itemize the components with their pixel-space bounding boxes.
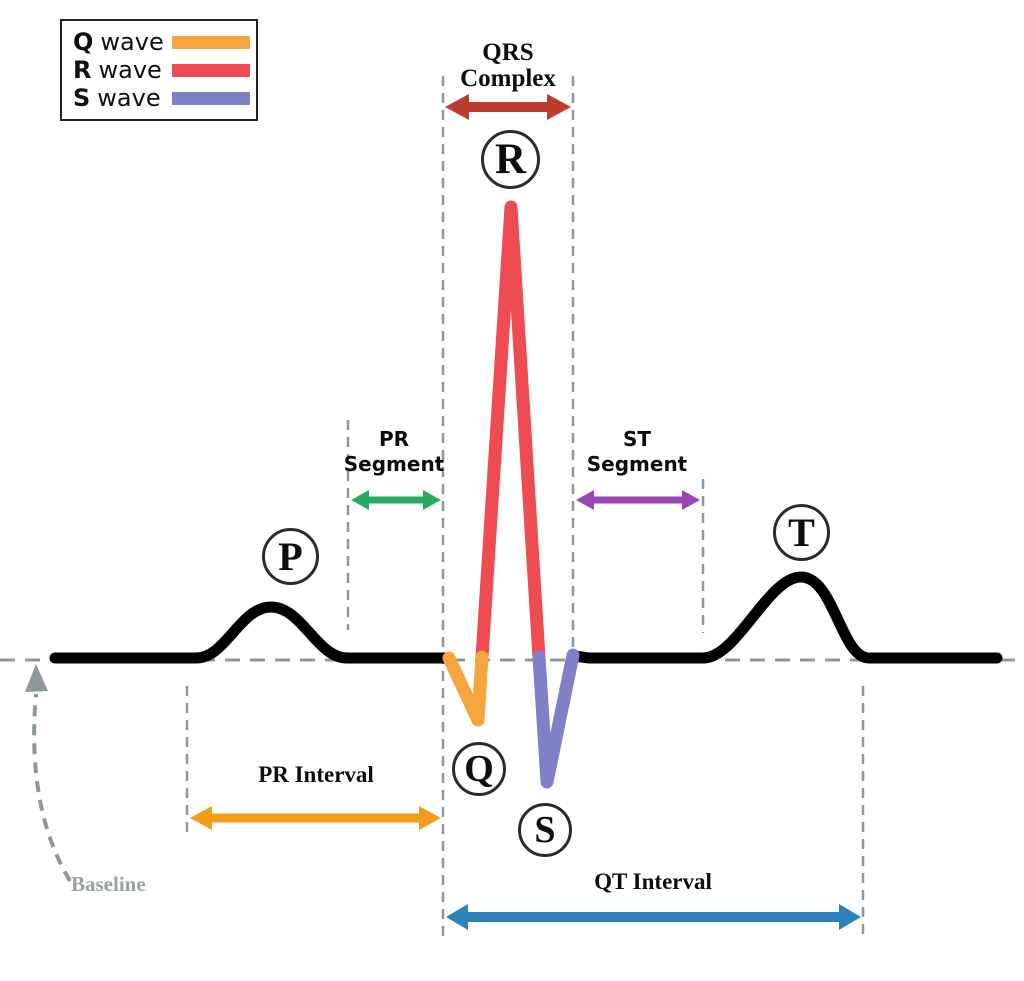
qt-interval-arrow-head-right	[839, 904, 861, 930]
q-wave-color-swatch	[172, 35, 250, 49]
r-wave-marker: R	[481, 130, 540, 189]
legend-item-r-wave: R wave	[73, 56, 250, 84]
q-wave-marker: Q	[452, 742, 506, 796]
qrs-complex-label-line2: Complex	[460, 65, 556, 92]
legend-word: wave	[100, 28, 164, 56]
st-segment-arrow-head-right	[682, 490, 700, 510]
pr-segment-arrow-head-right	[423, 490, 441, 510]
qrs-complex-label-line1: QRS	[482, 39, 534, 66]
legend-letter: R	[73, 56, 92, 84]
baseline-pointer-shaft	[32, 693, 72, 883]
qt-interval-arrow-head-left	[446, 904, 468, 930]
qrs-complex-label: QRS Complex	[438, 40, 578, 92]
pr-segment-label: PR Segment	[324, 427, 464, 477]
st-segment-arrow-head-left	[576, 490, 594, 510]
legend-item-q-wave: Q wave	[73, 28, 250, 56]
legend-letter: S	[73, 84, 91, 112]
qt-interval-arrow	[446, 904, 861, 930]
pr-segment-arrow	[351, 490, 441, 510]
pr-interval-arrow	[190, 806, 441, 830]
legend-letter: Q	[73, 28, 94, 56]
ecg-trace-t-wave	[568, 571, 1003, 664]
pr-segment-label-line1: PR	[378, 427, 410, 451]
pr-segment-label-line2: Segment	[343, 452, 445, 476]
legend: Q wave R wave S wave	[60, 19, 258, 121]
legend-word: wave	[97, 84, 161, 112]
pr-interval-arrow-head-left	[190, 806, 212, 830]
st-segment-arrow	[576, 490, 700, 510]
st-segment-label-line2: Segment	[586, 452, 688, 476]
qrs-complex-arrow-head-left	[445, 94, 469, 120]
ecg-trace-s-wave	[532, 648, 580, 789]
qt-interval-label: QT Interval	[594, 869, 712, 894]
r-wave-color-swatch	[172, 63, 250, 77]
baseline-label: Baseline	[71, 872, 146, 896]
p-wave-marker: P	[262, 528, 319, 585]
st-segment-label: ST Segment	[567, 427, 707, 477]
ecg-trace-q-wave	[442, 650, 489, 727]
baseline-pointer-arrow	[25, 664, 72, 883]
s-wave-marker: S	[518, 803, 572, 857]
legend-word: wave	[98, 56, 162, 84]
ecg-trace-p-wave	[49, 601, 455, 664]
st-segment-label-line1: ST	[622, 427, 652, 451]
baseline-pointer-head	[25, 664, 48, 692]
pr-segment-arrow-head-left	[351, 490, 369, 510]
pr-interval-label: PR Interval	[258, 762, 374, 787]
qrs-complex-arrow-head-right	[547, 94, 571, 120]
legend-item-s-wave: S wave	[73, 84, 250, 112]
qrs-complex-arrow	[445, 94, 571, 120]
s-wave-color-swatch	[172, 91, 250, 105]
pr-interval-arrow-head-right	[419, 806, 441, 830]
ecg-trace-r-wave	[475, 200, 546, 664]
t-wave-marker: T	[773, 504, 830, 561]
